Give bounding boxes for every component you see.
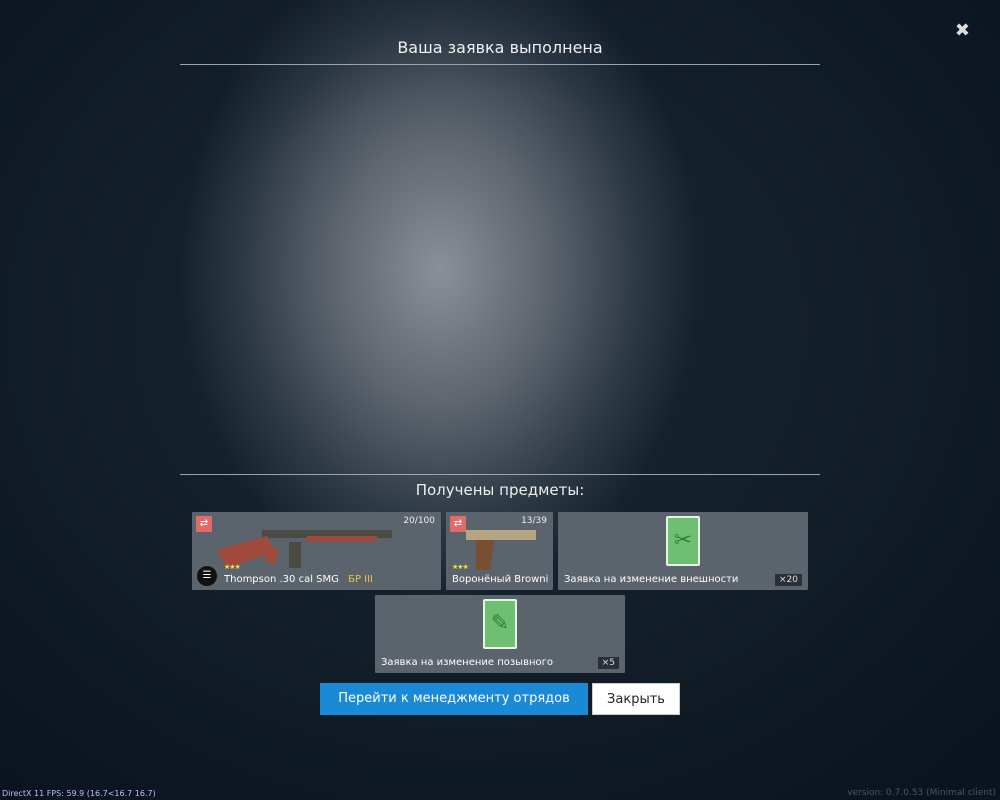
fps-counter: DirectX 11 FPS: 59.9 (16.7<16.7 16.7)	[2, 789, 156, 798]
scissors-icon: ✂	[666, 516, 700, 566]
thompson-image	[217, 530, 392, 568]
ammo-count: 13/39	[521, 516, 547, 526]
item-count: ×20	[775, 574, 802, 586]
dialog-title: Ваша заявка выполнена	[397, 38, 603, 57]
item-name: Воронёный Browni	[452, 574, 549, 585]
item-card-browning[interactable]: ⇄ 13/39 ★★★ Воронёный Browni	[446, 512, 553, 590]
rating-stars: ★★★	[224, 563, 241, 571]
close-button[interactable]: Закрыть	[592, 683, 680, 715]
pistol-image	[466, 530, 536, 570]
item-card-callsign[interactable]: ✎ Заявка на изменение позывного ×5	[375, 595, 625, 673]
divider	[180, 474, 820, 475]
marker-icon: ✎	[483, 599, 517, 649]
received-label: Получены предметы:	[415, 481, 585, 499]
item-name: Заявка на изменение внешности	[564, 574, 739, 585]
squad-management-button[interactable]: Перейти к менеджменту отрядов	[320, 683, 588, 715]
exchange-icon: ⇄	[196, 516, 212, 532]
version-label: version: 0.7.0.53 (Minimal client)	[847, 788, 996, 798]
item-name: Thompson .30 cal SMG	[224, 574, 339, 585]
ammo-count: 20/100	[403, 516, 435, 526]
list-icon[interactable]: ☰	[197, 566, 217, 586]
divider	[180, 64, 820, 65]
item-name: Заявка на изменение позывного	[381, 657, 554, 668]
rating-stars: ★★★	[452, 563, 469, 571]
item-card-appearance[interactable]: ✂ Заявка на изменение внешности ×20	[558, 512, 808, 590]
item-count: ×5	[597, 657, 619, 669]
close-icon[interactable]: ✖	[954, 20, 970, 41]
item-card-thompson[interactable]: ⇄ 20/100 ★★★ ☰ Thompson .30 cal SMG БР I…	[192, 512, 441, 590]
exchange-icon: ⇄	[450, 516, 466, 532]
tier-badge: БР III	[348, 574, 373, 585]
